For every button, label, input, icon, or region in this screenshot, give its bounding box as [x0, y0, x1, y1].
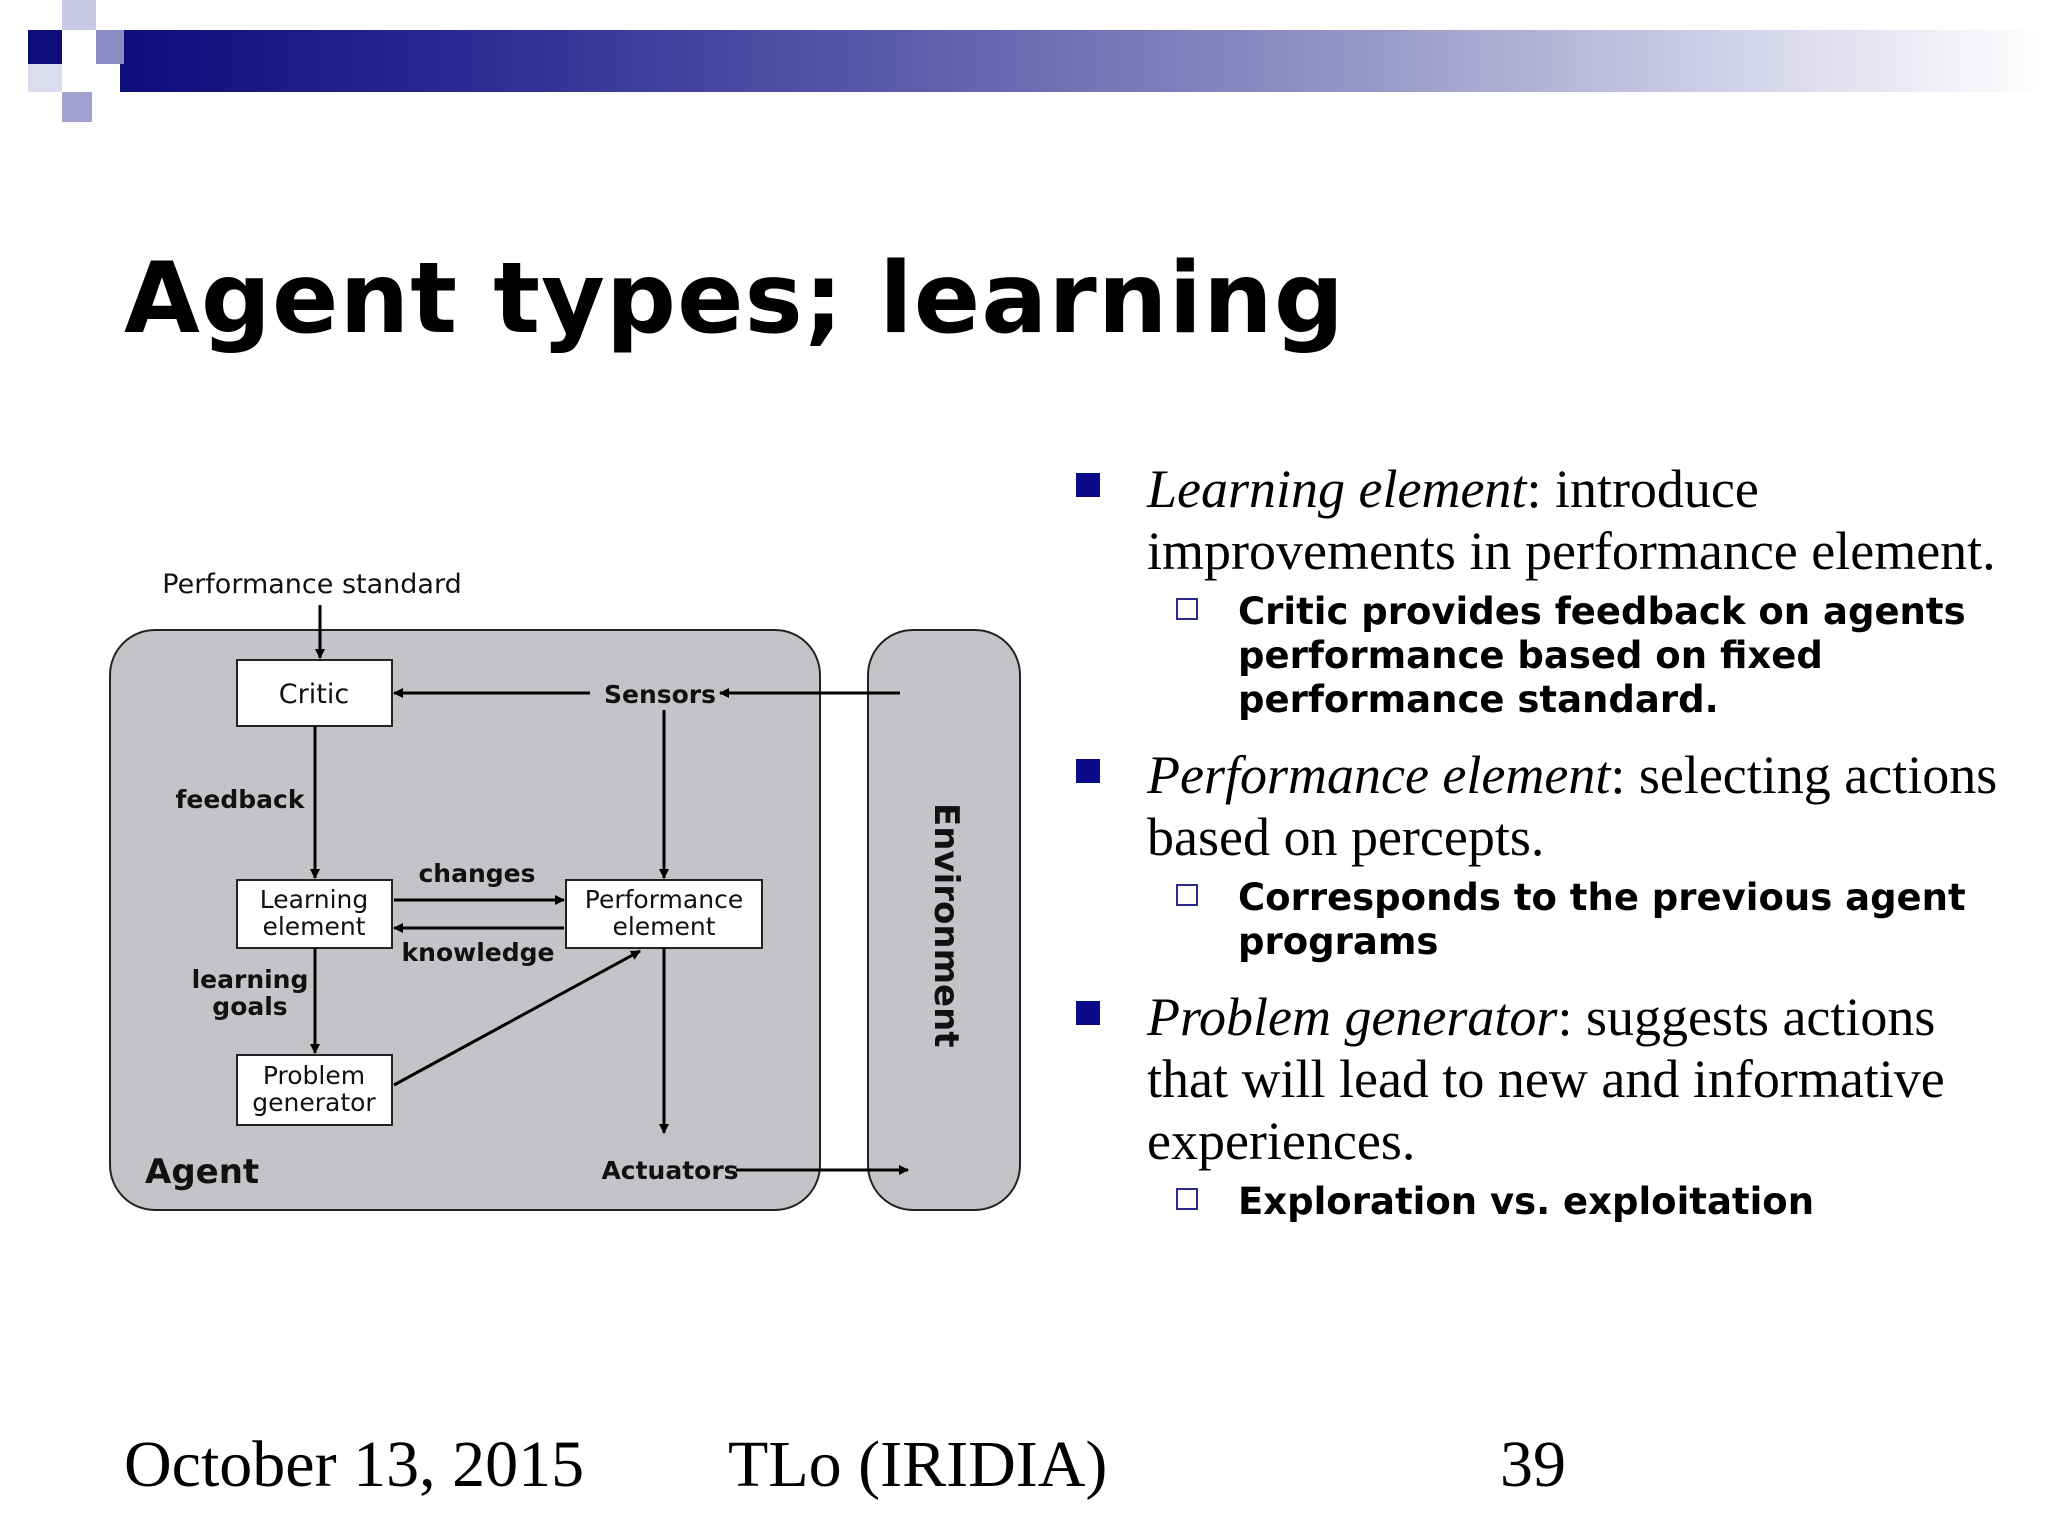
label-performance-element-2: element	[612, 912, 715, 941]
bullet-text: : suggests actions that will lead to new…	[1147, 987, 1945, 1171]
bullet-square-icon	[1076, 473, 1100, 497]
sub-bullet-previous-programs: Corresponds to the previous agent progra…	[1072, 876, 2012, 964]
bullet-list: Learning element: introduce improvements…	[1072, 458, 2012, 1246]
label-problem-generator-1: Problem	[263, 1061, 365, 1090]
bullet-term: Learning element	[1147, 459, 1527, 519]
bullet-term: Performance element	[1147, 745, 1611, 805]
header-square-light2	[28, 64, 62, 92]
label-feedback: feedback	[176, 785, 306, 814]
sub-bullet-text: Critic provides feedback on agents perfo…	[1238, 590, 1966, 721]
performance-element-box	[565, 879, 763, 949]
label-agent: Agent	[145, 1152, 259, 1192]
bullet-square-icon	[1076, 759, 1100, 783]
label-problem-generator-2: generator	[252, 1088, 376, 1117]
slide-title: Agent types; learning	[124, 242, 1345, 356]
label-performance-element-1: Performance	[585, 885, 743, 914]
sub-bullet-text: Exploration vs. exploitation	[1238, 1180, 1815, 1223]
sub-bullet-text: Corresponds to the previous agent progra…	[1238, 876, 1966, 963]
header-square-light	[62, 0, 96, 30]
header-square-dark	[28, 30, 62, 64]
learning-agent-diagram: Performance standard Critic Sensors feed…	[109, 569, 1021, 1211]
footer-page-number: 39	[1500, 1428, 1566, 1501]
bullet-term: Problem generator	[1147, 987, 1558, 1047]
label-learning-element-2: element	[262, 912, 365, 941]
label-learning-goals-1: learning	[192, 965, 309, 994]
bullet-performance-element: Performance element: selecting actions b…	[1072, 744, 2012, 868]
label-learning-goals-2: goals	[212, 992, 287, 1021]
bullet-learning-element: Learning element: introduce improvements…	[1072, 458, 2012, 582]
header-square-mid2	[62, 92, 92, 122]
sub-bullet-square-icon	[1176, 884, 1198, 906]
label-sensors: Sensors	[604, 680, 716, 709]
learning-element-box	[236, 879, 393, 949]
sub-bullet-exploration: Exploration vs. exploitation	[1072, 1180, 2012, 1224]
environment-panel	[867, 629, 1021, 1211]
sub-bullet-critic: Critic provides feedback on agents perfo…	[1072, 590, 2012, 722]
label-learning-element-1: Learning	[260, 885, 369, 914]
label-changes: changes	[418, 859, 535, 888]
bullet-problem-generator: Problem generator: suggests actions that…	[1072, 986, 2012, 1172]
problem-generator-box	[236, 1054, 393, 1126]
label-knowledge: knowledge	[402, 938, 555, 967]
label-environment: Environment	[926, 803, 966, 1048]
footer-author: TLo (IRIDIA)	[728, 1428, 1108, 1501]
sub-bullet-square-icon	[1176, 598, 1198, 620]
bullet-square-icon	[1076, 1001, 1100, 1025]
header-square-mid	[96, 30, 124, 64]
bullet-text: : introduce improvements in performance …	[1147, 459, 1996, 581]
arrow-problem-to-performance	[393, 949, 641, 1087]
label-critic: Critic	[279, 679, 349, 710]
label-actuators: Actuators	[601, 1156, 738, 1185]
footer-date: October 13, 2015	[124, 1428, 585, 1501]
label-performance-standard: Performance standard	[162, 569, 461, 600]
header-gradient-bar	[120, 30, 2048, 92]
bullet-text: : selecting actions based on percepts.	[1147, 745, 1998, 867]
sub-bullet-square-icon	[1176, 1188, 1198, 1210]
